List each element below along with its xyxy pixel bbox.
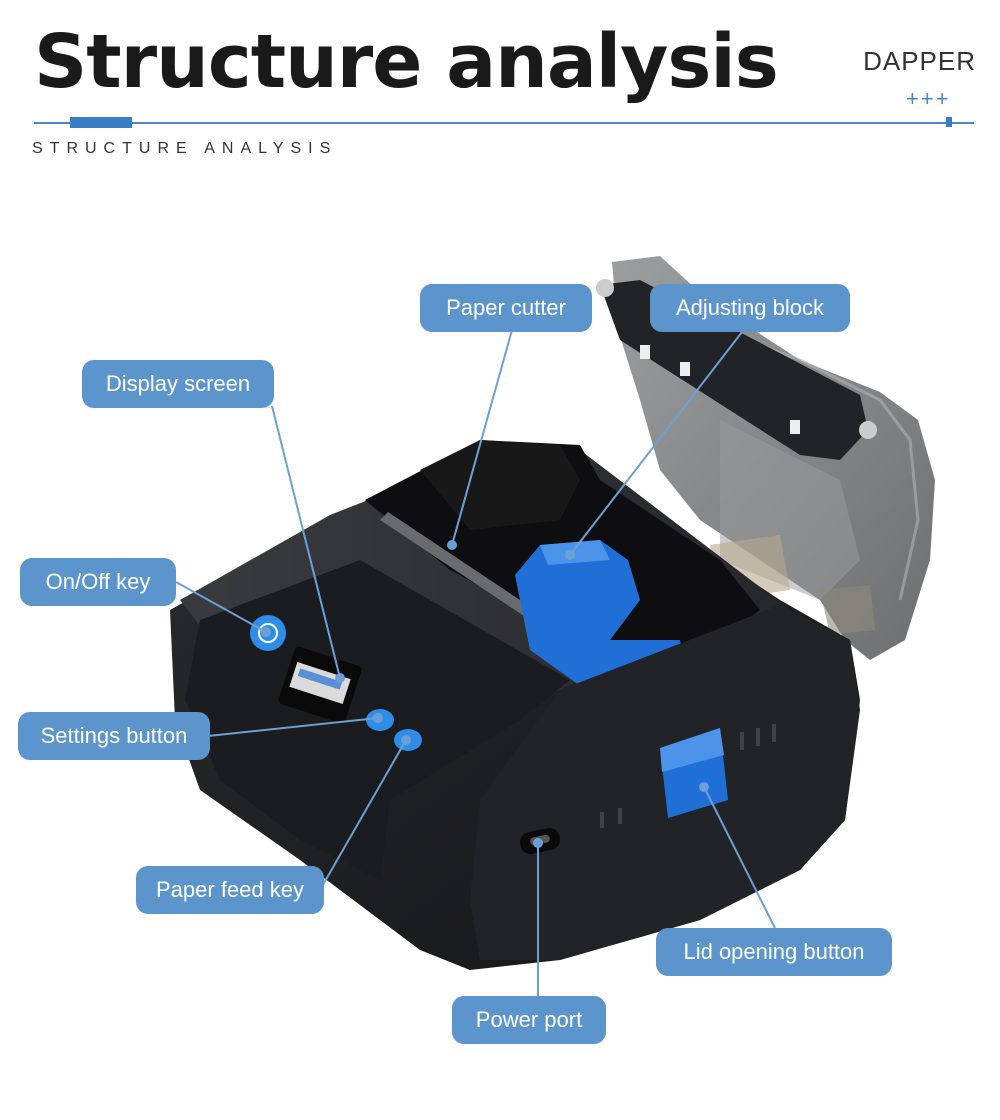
leader-paper-cutter: [451, 329, 513, 546]
page-subtitle: STRUCTURE ANALYSIS: [32, 140, 338, 157]
header-rule: [34, 122, 974, 124]
callout-lines: [175, 329, 776, 996]
label-display-screen: Display screen: [82, 360, 274, 408]
label-onoff-key: On/Off key: [20, 558, 176, 606]
printer-body: [170, 440, 860, 970]
label-power-port: Power port: [452, 996, 606, 1044]
leader-settings-button: [207, 717, 379, 737]
header-rule-accent: [70, 117, 132, 128]
header-rule-tick: [946, 117, 952, 127]
label-paper-cutter: Paper cutter: [420, 284, 592, 332]
leader-display-screen: [271, 405, 341, 679]
leader-adjusting-block: [569, 331, 743, 556]
label-paper-feed-key: Paper feed key: [136, 866, 324, 914]
page-title: Structure analysis: [34, 19, 779, 105]
leader-paper-feed-key: [319, 739, 407, 891]
label-settings-button: Settings button: [18, 712, 210, 760]
leader-lid-opening-button: [703, 786, 776, 929]
plus-decoration: +++: [906, 86, 951, 111]
brand-logo: DAPPER: [863, 46, 976, 76]
leader-onoff-key: [175, 581, 267, 633]
label-adjusting-block: Adjusting block: [650, 284, 850, 332]
label-lid-opening-button: Lid opening button: [656, 928, 892, 976]
callout-dots: [261, 540, 709, 848]
